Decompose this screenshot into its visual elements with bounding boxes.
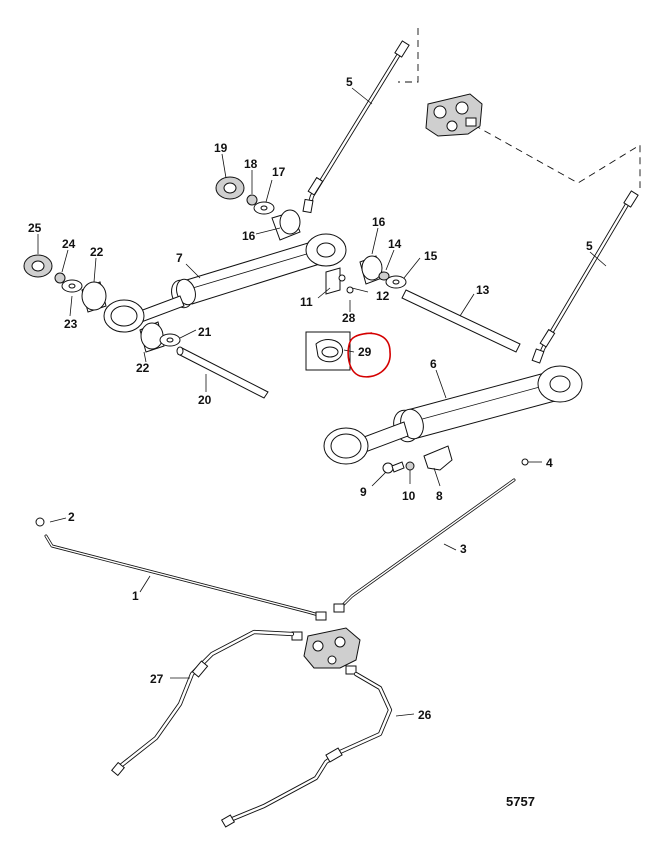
callout-27: 27 (150, 672, 164, 686)
parts-16-19 (215, 176, 301, 241)
callout-17: 17 (272, 165, 286, 179)
callout-13: 13 (476, 283, 490, 297)
callout-29: 29 (358, 345, 372, 359)
tube-3 (333, 478, 516, 613)
callout-14: 14 (388, 237, 402, 251)
parts-8-10 (382, 445, 529, 474)
callout-7: 7 (176, 251, 183, 265)
callout-23: 23 (64, 317, 78, 331)
lower-pump-block (291, 627, 361, 675)
figure-number: 5757 (506, 794, 535, 809)
hose-5-right (531, 190, 639, 364)
callout-3: 3 (460, 542, 467, 556)
callout-12: 12 (376, 289, 390, 303)
tube-1 (35, 517, 327, 621)
callout-16-upper: 16 (242, 229, 256, 243)
callout-1: 1 (132, 589, 139, 603)
callout-4: 4 (546, 456, 553, 470)
callout-leaders (37, 87, 607, 717)
callout-11: 11 (300, 295, 313, 309)
callout-20: 20 (198, 393, 212, 407)
parts-22-25 (23, 254, 107, 313)
highlight-circle-29 (347, 332, 391, 378)
callout-16-right: 16 (372, 215, 386, 229)
callout-18: 18 (244, 157, 258, 171)
callout-6: 6 (430, 357, 437, 371)
callout-10: 10 (402, 489, 416, 503)
callout-15: 15 (424, 249, 438, 263)
callout-labels: 1 2 3 4 5 5 6 7 8 9 10 11 12 13 14 15 16… (28, 75, 593, 722)
callout-22-lower: 22 (136, 361, 150, 375)
callout-9: 9 (360, 485, 367, 499)
callout-19: 19 (214, 141, 228, 155)
hose-26 (220, 671, 393, 828)
callout-8: 8 (436, 489, 443, 503)
hose-5-left (302, 40, 410, 214)
callout-28: 28 (342, 311, 356, 325)
hose-27 (111, 629, 295, 777)
cylinder-6 (323, 365, 583, 465)
parts-11-16-28 (325, 255, 521, 353)
callout-26: 26 (418, 708, 432, 722)
cylinder-7 (103, 233, 347, 333)
callout-5-upper: 5 (346, 75, 353, 89)
dashed-reference-lines (398, 28, 641, 188)
callout-5-right: 5 (586, 239, 593, 253)
callout-2: 2 (68, 510, 75, 524)
callout-25: 25 (28, 221, 42, 235)
part-29-inset (305, 331, 351, 371)
callout-24: 24 (62, 237, 76, 251)
parts-20-22-lower (139, 321, 269, 399)
callout-21: 21 (198, 325, 212, 339)
upper-pump-block (425, 93, 483, 137)
callout-22-upper: 22 (90, 245, 104, 259)
